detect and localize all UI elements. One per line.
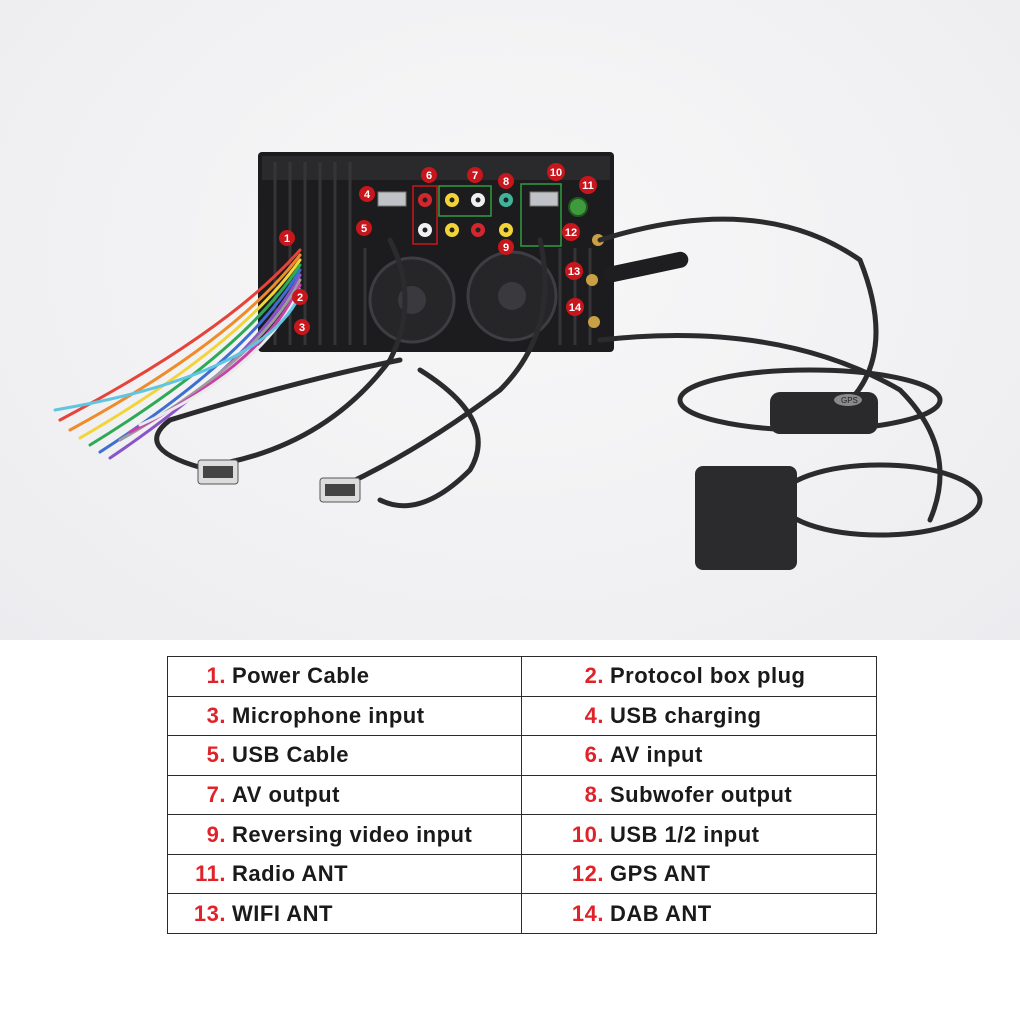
legend-cell: 13.WIFI ANT — [167, 893, 522, 934]
radio-ant-connector — [568, 197, 588, 217]
legend-label: AV output — [232, 781, 340, 807]
callout-12: 12 — [562, 223, 580, 241]
svg-text:10: 10 — [550, 167, 562, 179]
legend-row: 9.Reversing video input 10.USB 1/2 input — [167, 814, 877, 855]
svg-text:13: 13 — [568, 266, 580, 278]
legend-cell: 4.USB charging — [521, 695, 877, 737]
product-photo: GPS 1 2 3 4 5 6 7 8 9 10 11 12 13 14 — [0, 0, 1020, 640]
legend-number: 10. — [571, 821, 604, 847]
usb-cables — [154, 216, 983, 538]
legend-cell: 7.AV output — [167, 774, 522, 816]
wire-harness — [53, 248, 302, 460]
legend-cell: 11.Radio ANT — [167, 853, 522, 895]
legend-label: WIFI ANT — [232, 900, 333, 926]
rca-jacks — [418, 193, 513, 237]
svg-text:9: 9 — [503, 242, 509, 254]
legend-number: 3. — [206, 702, 226, 728]
legend-number: 8. — [584, 781, 604, 807]
callout-14: 14 — [566, 298, 584, 316]
usb-port-charging — [377, 191, 407, 207]
callout-8: 8 — [498, 173, 514, 189]
legend-label: USB Cable — [232, 742, 349, 768]
legend-cell: 14.DAB ANT — [521, 893, 877, 934]
legend-label: USB 1/2 input — [610, 821, 760, 847]
legend-label: Reversing video input — [232, 821, 473, 847]
svg-text:3: 3 — [299, 322, 305, 334]
callout-1: 1 — [279, 230, 295, 246]
legend-cell: 1.Power Cable — [167, 656, 522, 697]
dab-ant-connector — [588, 316, 600, 328]
callout-11: 11 — [579, 176, 597, 194]
legend-label: DAB ANT — [610, 900, 712, 926]
legend-number: 14. — [571, 900, 604, 926]
callout-7: 7 — [467, 167, 483, 183]
callout-10: 10 — [547, 163, 565, 181]
svg-text:2: 2 — [297, 292, 303, 304]
legend-row: 5.USB Cable 6.AV input — [167, 735, 877, 776]
legend-number: 5. — [206, 742, 226, 768]
legend-row: 1.Power Cable 2.Protocol box plug — [167, 656, 877, 697]
legend-number: 13. — [193, 900, 226, 926]
callout-9: 9 — [498, 239, 514, 255]
callout-13: 13 — [565, 262, 583, 280]
legend-cell: 5.USB Cable — [167, 735, 522, 776]
legend-label: Protocol box plug — [610, 663, 806, 689]
legend-label: Subwofer output — [610, 781, 793, 807]
callout-4: 4 — [359, 186, 375, 202]
legend-row: 3.Microphone input 4.USB charging — [167, 695, 877, 737]
svg-text:6: 6 — [426, 170, 432, 182]
legend-number: 12. — [571, 861, 604, 887]
svg-text:11: 11 — [582, 180, 594, 192]
legend-cell: 3.Microphone input — [167, 695, 522, 737]
legend-number: 11. — [195, 861, 226, 887]
legend-label: Radio ANT — [232, 861, 349, 887]
gps-module — [770, 392, 878, 434]
callout-3: 3 — [294, 319, 310, 335]
legend-label: USB charging — [610, 702, 762, 728]
legend-cell: 6.AV input — [521, 735, 877, 776]
legend-number: 6. — [584, 742, 604, 768]
port-legend-table: 1.Power Cable 2.Protocol box plug 3.Micr… — [167, 656, 877, 934]
legend-row: 7.AV output 8.Subwofer output — [167, 774, 877, 816]
svg-text:4: 4 — [364, 189, 371, 201]
legend-cell: 2.Protocol box plug — [521, 656, 877, 697]
svg-text:8: 8 — [503, 176, 509, 188]
svg-text:7: 7 — [472, 170, 478, 182]
legend-number: 9. — [206, 821, 226, 847]
legend-cell: 12.GPS ANT — [521, 853, 877, 895]
legend-cell: 10.USB 1/2 input — [521, 814, 877, 855]
legend-row: 11.Radio ANT 12.GPS ANT — [167, 853, 877, 895]
usb-port-input — [529, 191, 559, 207]
legend-row: 13.WIFI ANT 14.DAB ANT — [167, 893, 877, 934]
legend-cell: 8.Subwofer output — [521, 774, 877, 816]
legend-number: 4. — [584, 702, 604, 728]
legend-label: Microphone input — [232, 702, 425, 728]
svg-text:5: 5 — [361, 223, 367, 235]
legend-label: GPS ANT — [610, 861, 711, 887]
callout-markers: 1 2 3 4 5 6 7 8 9 10 11 12 13 14 — [279, 163, 597, 335]
callout-2: 2 — [292, 289, 308, 305]
dab-antenna-pad — [695, 466, 797, 570]
legend-number: 7. — [206, 781, 226, 807]
legend-body: 1.Power Cable 2.Protocol box plug 3.Micr… — [167, 656, 877, 934]
head-unit-illustration: GPS 1 2 3 4 5 6 7 8 9 10 11 12 13 14 — [53, 152, 983, 570]
callout-6: 6 — [421, 167, 437, 183]
wifi-ant-connector — [586, 274, 598, 286]
legend-label: Power Cable — [232, 663, 370, 689]
legend-cell: 9.Reversing video input — [167, 814, 522, 855]
legend-label: AV input — [610, 742, 703, 768]
legend-number: 1. — [206, 663, 226, 689]
legend-number: 2. — [584, 663, 604, 689]
svg-text:14: 14 — [569, 302, 582, 314]
svg-text:1: 1 — [284, 233, 290, 245]
wifi-antenna — [603, 251, 689, 283]
svg-text:12: 12 — [565, 227, 577, 239]
callout-5: 5 — [356, 220, 372, 236]
gps-module-label: GPS — [841, 396, 858, 405]
